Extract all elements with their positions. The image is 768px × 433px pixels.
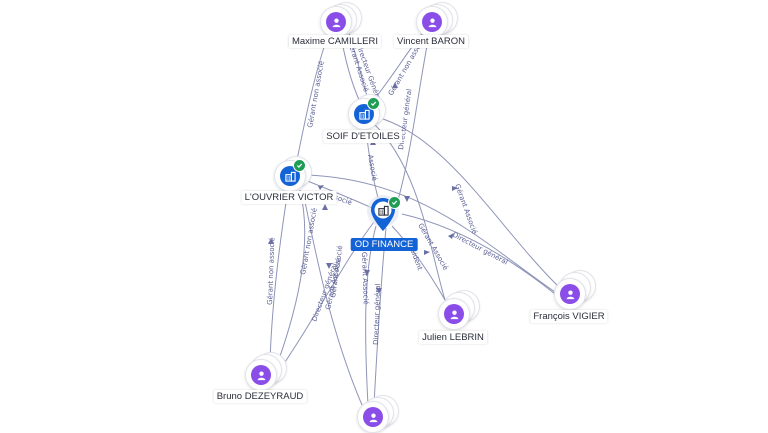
arrow-head	[452, 186, 458, 191]
edge-dezeyraud-odfinance	[284, 221, 375, 363]
edge-label: Gérant non associé	[299, 207, 319, 275]
arrow-head	[364, 270, 370, 276]
arrow-head	[326, 263, 332, 269]
person-icon	[332, 17, 340, 27]
person-icon	[257, 370, 265, 380]
edge-louvrier-odfinance	[304, 179, 373, 209]
verified-check-icon	[367, 97, 380, 110]
node-label: Bruno DEZEYRAUD	[213, 390, 307, 403]
arrow-head	[404, 196, 410, 202]
verified-check-icon	[293, 159, 306, 172]
company-building-icon	[377, 205, 389, 216]
edge-label: Gérant Associé	[360, 252, 370, 305]
node-label: François VIGIER	[530, 310, 608, 323]
edge-dezeyraud-louvrier-2	[277, 189, 306, 363]
person-icon	[369, 412, 377, 422]
arrow-head	[376, 288, 382, 294]
verified-check-icon	[388, 196, 401, 209]
arrow-head	[318, 185, 324, 190]
company-building-icon	[284, 171, 296, 182]
person-icon	[450, 309, 458, 319]
node-label: Maxime CAMILLERI	[288, 35, 382, 48]
edge-dezeyraud-louvrier	[269, 189, 289, 363]
focus-node-label: OD FINANCE	[350, 238, 418, 251]
edge-vigier-odfinance	[401, 213, 556, 295]
person-icon	[428, 17, 436, 27]
edge-label: Directeur général	[451, 231, 509, 267]
edge-label: Associé	[366, 154, 378, 181]
edge-louvrier-vigier	[307, 174, 556, 293]
node-label: SOIF D'ETOILES	[323, 130, 403, 143]
edge-label: Directeur général	[372, 283, 382, 345]
edge-label: Gérant non associé	[306, 60, 326, 128]
edge-lebrin-odfinance	[391, 225, 446, 301]
node-label: Julien LEBRIN	[419, 331, 487, 344]
edge-soif-vigier	[379, 117, 561, 289]
focus-company-pin[interactable]	[366, 194, 401, 241]
arrow-head	[392, 82, 398, 88]
arrow-head	[322, 204, 328, 210]
node-label: Vincent BARON	[394, 35, 468, 48]
edge-label: Gérant non associé	[266, 237, 276, 305]
arrow-head	[424, 250, 430, 255]
edge-baron-odfinance	[397, 29, 431, 201]
edge-soif-lebrin	[374, 124, 446, 301]
edge-bottom-louvrier	[302, 191, 363, 406]
node-label: L'OUVRIER VICTOR	[241, 191, 337, 204]
company-building-icon	[358, 109, 370, 120]
arrow-head	[268, 238, 274, 244]
person-icon	[566, 289, 574, 299]
arrow-head	[448, 233, 454, 239]
